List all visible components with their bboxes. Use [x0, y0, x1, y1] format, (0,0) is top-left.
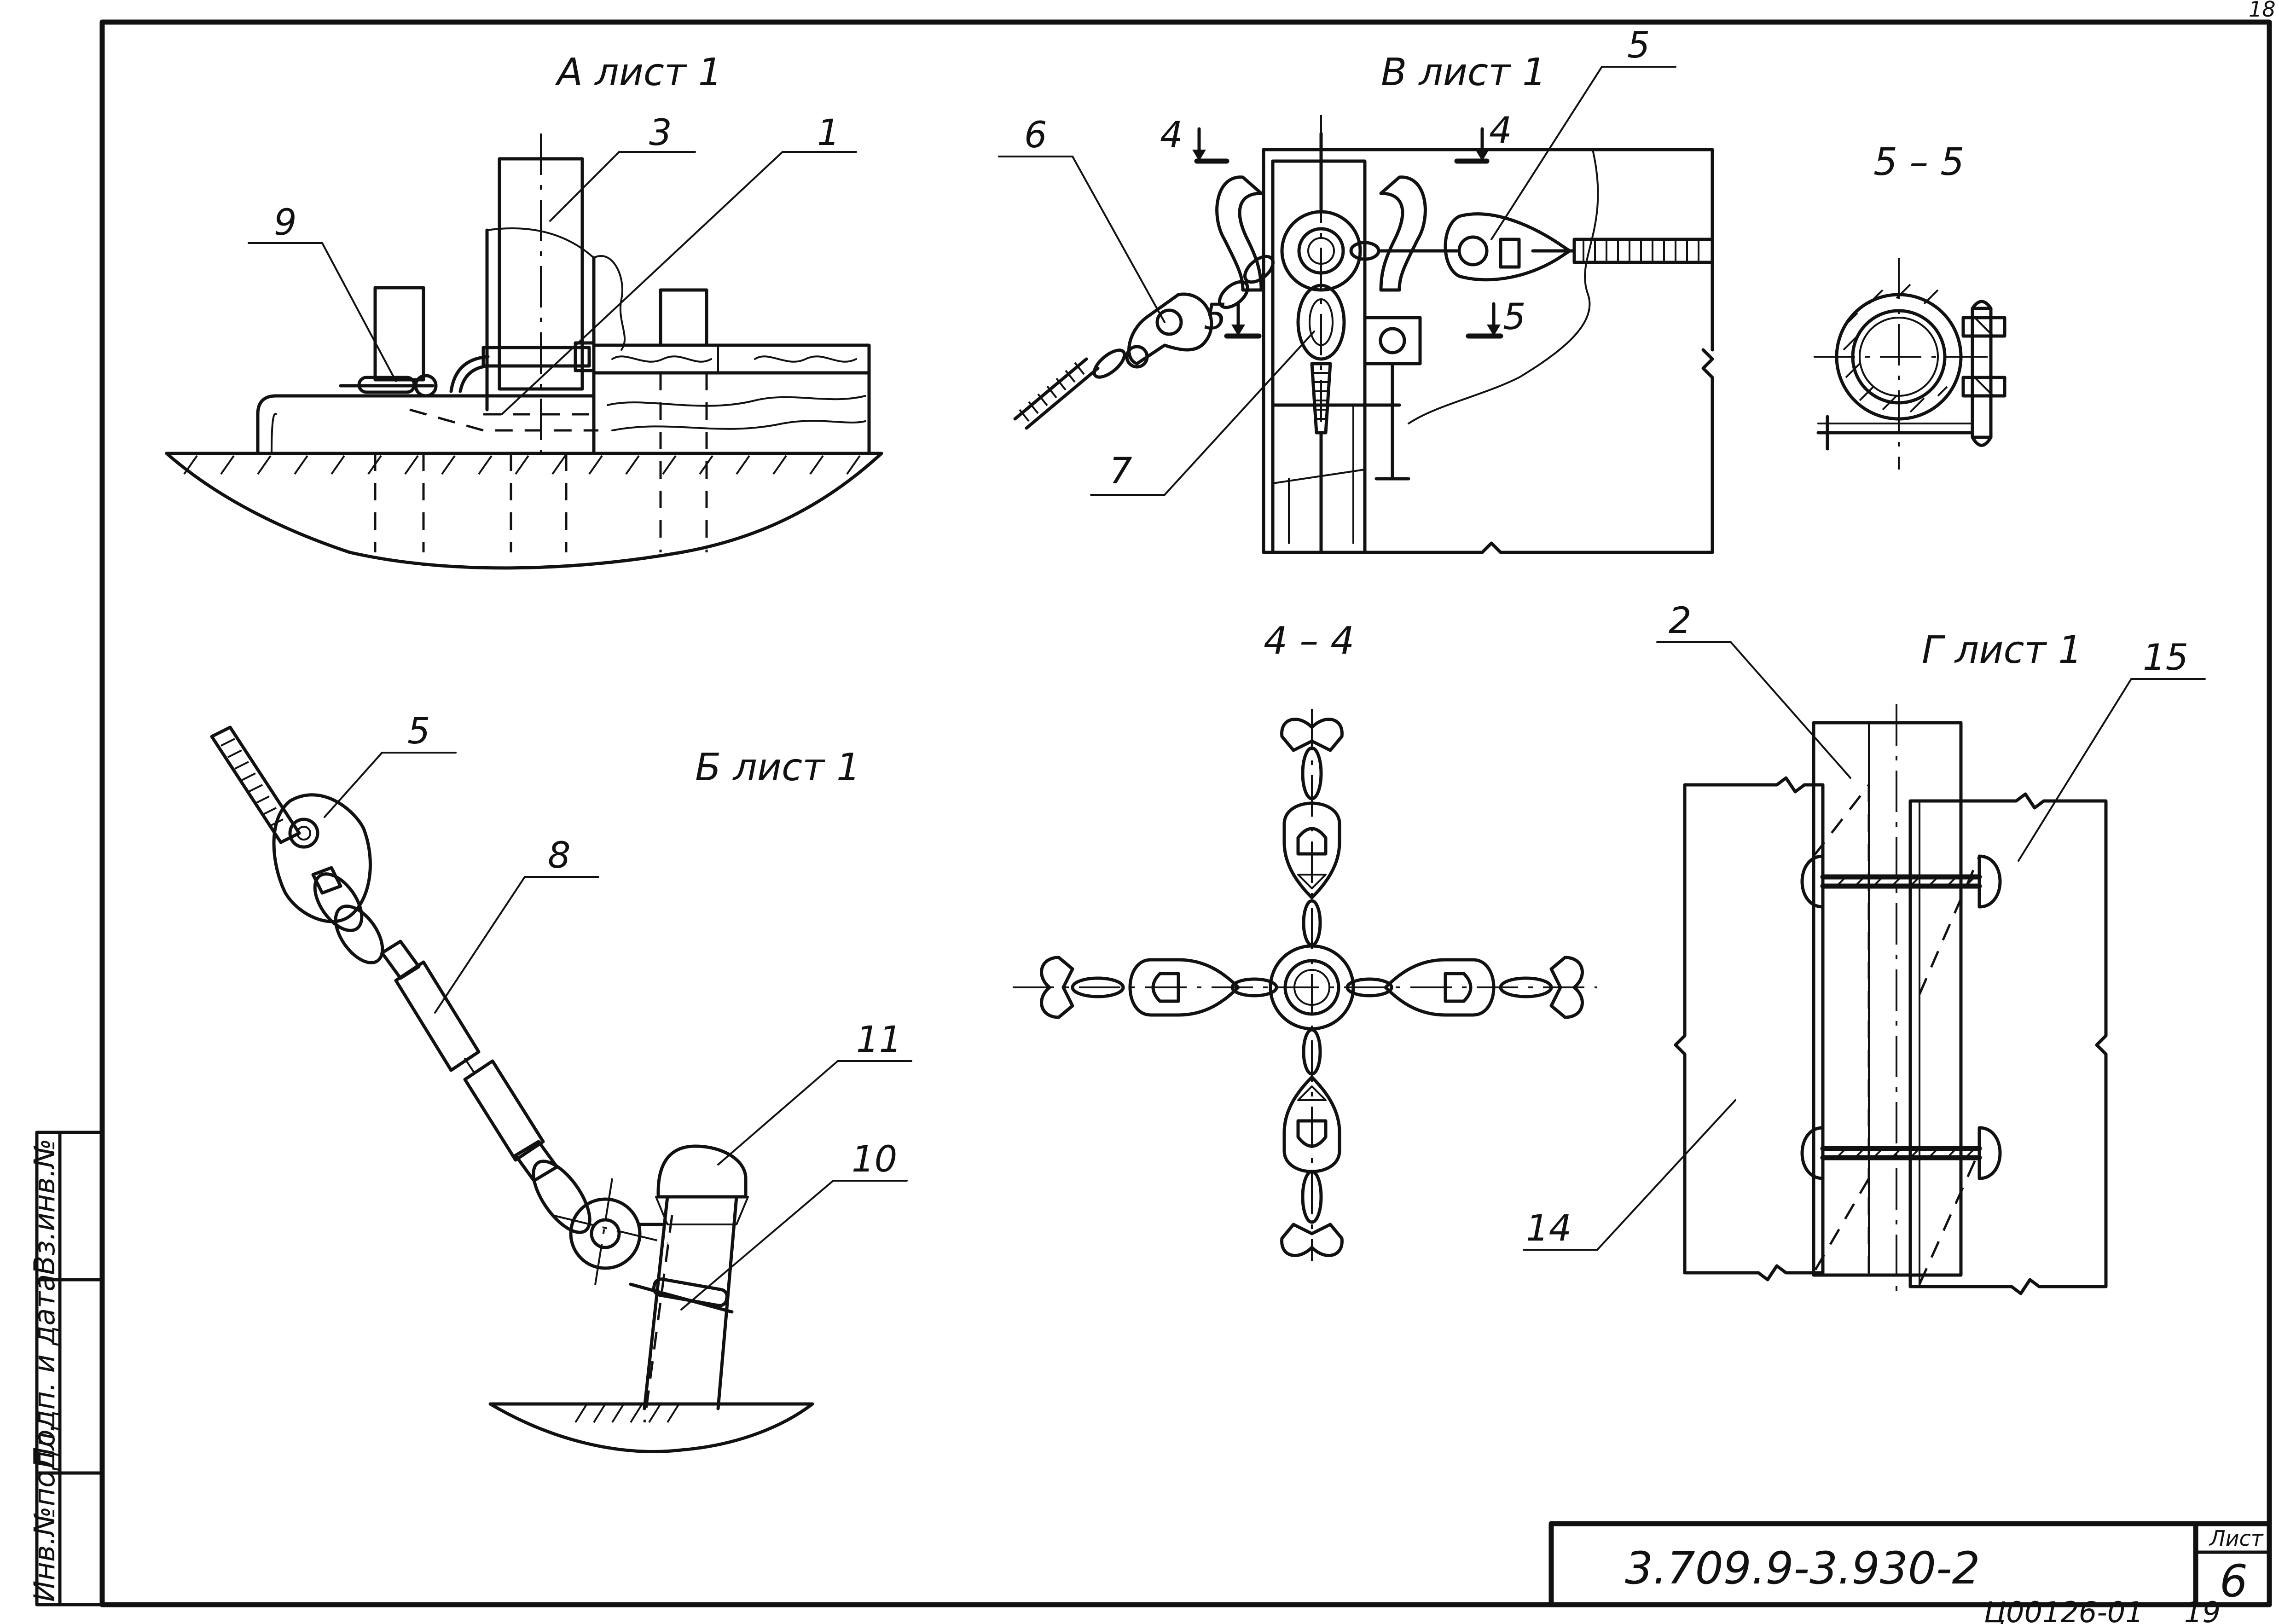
view-b: Б лист 1	[210, 711, 912, 1453]
section-4-4: 4 – 4	[1013, 619, 1597, 1261]
document-code: 3.709.9-3.930-2	[1625, 1543, 1980, 1594]
callout-3: 3	[649, 112, 672, 154]
callout-9: 9	[274, 202, 297, 244]
stamp-inv-podl: Инв.№подл.	[28, 1423, 61, 1602]
view-v: В лист 1 4 4 5 5	[998, 25, 1714, 562]
sheet-number: 6	[2220, 1555, 2248, 1607]
view-g-title: Г лист 1	[1922, 628, 2082, 672]
archive-code: Ц00126-01	[1984, 1595, 2144, 1624]
section-mark-5-left: 5	[1204, 296, 1227, 338]
callout-14: 14	[1526, 1208, 1572, 1249]
section-mark-5-right: 5	[1503, 296, 1526, 338]
section-5-5: 5 – 5	[1814, 140, 2006, 470]
callout-1: 1	[817, 112, 840, 154]
callout-5-left: 5	[407, 711, 430, 752]
section-4-4-title: 4 – 4	[1264, 619, 1354, 663]
callout-2: 2	[1669, 600, 1692, 642]
section-mark-4-right: 4	[1489, 110, 1512, 151]
footer-page: 19	[2184, 1595, 2221, 1624]
view-g: Г лист 1 2 15	[1523, 600, 2206, 1298]
sheet-frame: 18	[99, 0, 2276, 1607]
title-block: 3.709.9-3.930-2 Лист 6	[1548, 1521, 2272, 1607]
view-v-title: В лист 1	[1381, 51, 1546, 94]
callout-10: 10	[852, 1139, 897, 1180]
section-5-5-title: 5 – 5	[1873, 140, 1964, 184]
side-stamp: Вз.инв.№ Подп. и дата Инв.№подл.	[28, 1131, 104, 1607]
stamp-vz-inv: Вз.инв.№	[28, 1138, 61, 1275]
callout-15: 15	[2143, 637, 2188, 679]
callout-6: 6	[1024, 115, 1047, 156]
view-a-title: А лист 1	[555, 51, 722, 94]
sheet-corner-number: 18	[2249, 0, 2276, 22]
callout-5-top: 5	[1627, 25, 1650, 66]
stamp-podp-data: Подп. и дата	[28, 1274, 61, 1468]
view-b-title: Б лист 1	[695, 746, 860, 789]
section-mark-4-left: 4	[1160, 115, 1183, 156]
sheet-label: Лист	[2209, 1526, 2264, 1551]
callout-7: 7	[1109, 451, 1132, 492]
callout-11: 11	[856, 1019, 902, 1061]
view-a: А лист 1	[165, 51, 883, 570]
callout-8: 8	[548, 835, 571, 876]
